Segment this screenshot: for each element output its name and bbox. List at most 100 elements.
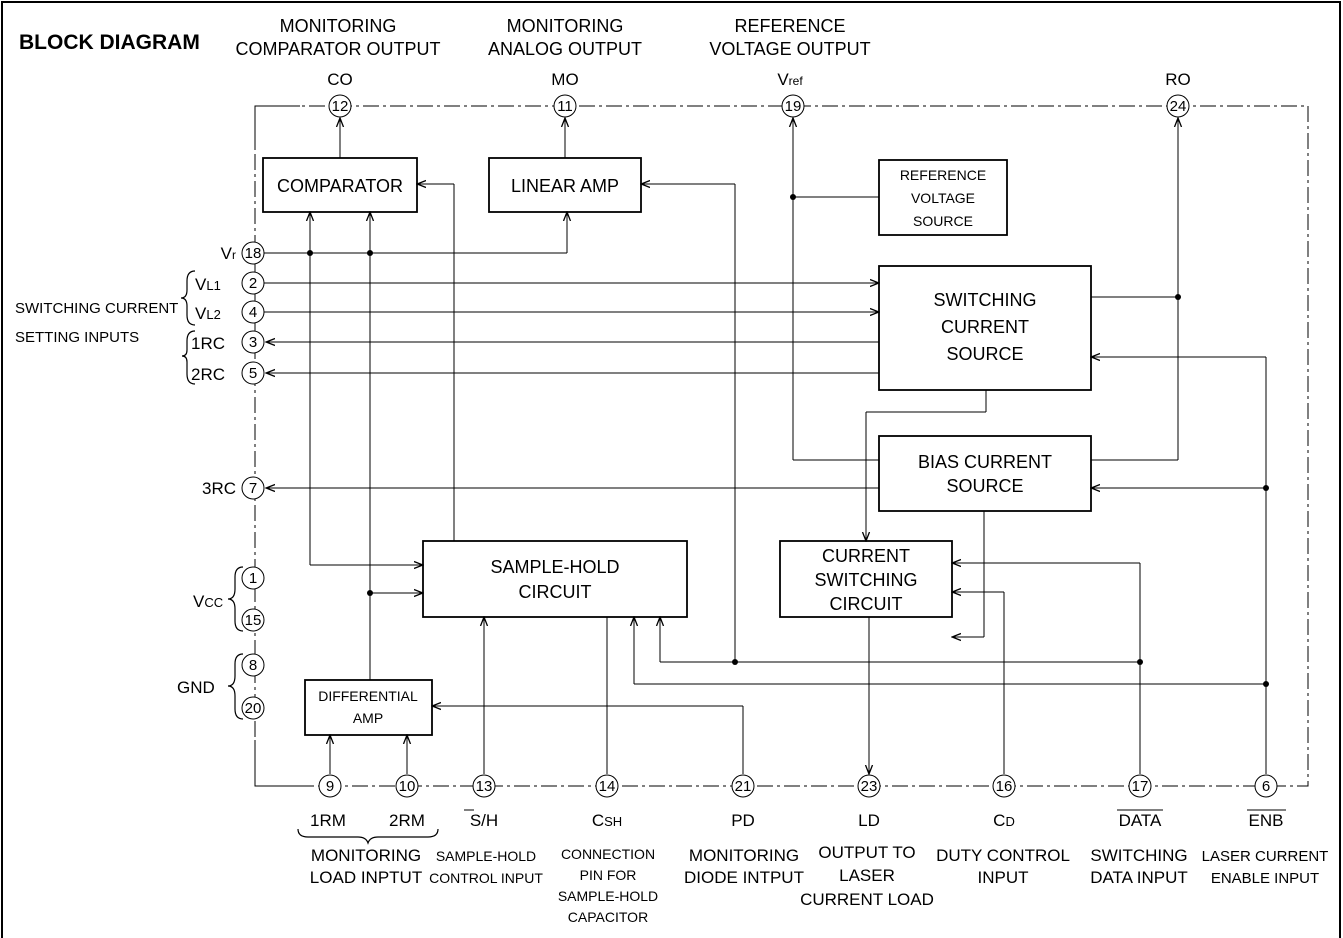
pin-12: 12 [328,94,352,118]
caption-output-to-laser-line1: OUTPUT TO [818,843,915,862]
current-switching-circuit-block: CURRENT SWITCHING CIRCUIT [779,540,953,618]
pin-label-vr-main: V [221,244,233,263]
caption-sample-hold-control-line1: SAMPLE-HOLD [436,848,536,864]
caption-output-to-laser-line2: LASER [839,866,895,885]
pin-23-number: 23 [861,778,878,795]
caption-monitoring-load: MONITORING LOAD INPTUT [310,846,422,887]
pin-9-number: 9 [326,778,334,795]
pin-label-vl1-main: V [195,275,207,294]
caption-switching-data: SWITCHING DATA INPUT [1090,846,1188,887]
pin-24: 24 [1166,94,1190,118]
pin-11: 11 [553,94,577,118]
differential-amp-block: DIFFERENTIAL AMP [304,679,433,736]
pin-label-vl2: VL2 [195,304,221,323]
chip-boundary [254,105,1309,787]
pin-10: 10 [395,774,419,798]
reference-voltage-source-line1: REFERENCE [900,167,986,183]
gnd-label: GND [177,678,215,697]
sample-hold-circuit-block: SAMPLE-HOLD CIRCUIT [422,540,688,618]
pin-11-number: 11 [557,98,573,115]
differential-amp-line2: AMP [353,710,383,726]
caption-monitoring-load-line2: LOAD INPTUT [310,868,422,887]
pin-label-2rc: 2RC [191,365,225,384]
pin-label-vl2-sub: L2 [206,307,220,322]
pin-label-2rm: 2RM [389,811,425,830]
pin-1-number: 1 [249,570,257,587]
pin-14-number: 14 [599,778,616,795]
caption-monitoring-load-line1: MONITORING [311,846,421,865]
pin-17-number: 17 [1132,778,1149,795]
switching-current-source-block: SWITCHING CURRENT SOURCE [878,265,1092,391]
pin-label-cd-main: C [993,811,1005,830]
caption-monitoring-diode-line2: DIODE INTPUT [684,868,804,887]
pin-label-data: DATA [1119,811,1162,830]
pin-19-number: 19 [785,98,802,115]
pin-14: 14 [595,774,619,798]
switching-current-label-line1: SWITCHING CURRENT [15,300,178,317]
caption-connection-pin-line4: CAPACITOR [568,909,648,925]
pin-label-csh-sub: SH [604,814,622,829]
switching-current-source-line1: SWITCHING [934,290,1037,310]
pin-4: 4 [241,300,265,324]
pin-8: 8 [241,653,265,677]
pin-5-number: 5 [249,365,257,382]
header-co: MONITORING COMPARATOR OUTPUT [235,16,440,59]
pin-1: 1 [241,566,265,590]
caption-output-to-laser-line3: CURRENT LOAD [800,890,934,909]
header-vref-line1: REFERENCE [734,16,845,36]
left-braces [180,270,439,845]
pin-label-vr: Vr [221,244,236,263]
bias-current-source-line2: SOURCE [946,476,1023,496]
pin-3-number: 3 [249,334,257,351]
pin-21-number: 21 [735,778,752,795]
diagram-title: BLOCK DIAGRAM [19,31,200,54]
pin-label-csh: CSH [592,811,622,830]
pin-2-number: 2 [249,275,257,292]
pin-20-number: 20 [245,700,262,717]
pin-9: 9 [318,774,342,798]
pin-label-vref: Vref [777,70,803,89]
reference-voltage-source-line2: VOLTAGE [911,190,975,206]
caption-connection-pin-line1: CONNECTION [561,846,655,862]
pin-label-sh: S/H [470,811,498,830]
pin-3: 3 [241,330,265,354]
pin-24-number: 24 [1170,98,1187,115]
reference-voltage-source-block: REFERENCE VOLTAGE SOURCE [878,159,1008,236]
comparator-block: COMPARATOR [262,157,418,213]
switching-current-source-line3: SOURCE [946,344,1023,364]
pin-label-cd: CD [993,811,1015,830]
pin-4-number: 4 [249,304,257,321]
pin-label-vl1: VL1 [195,275,221,294]
pin-5: 5 [241,361,265,385]
caption-sample-hold-control-line2: CONTROL INPUT [429,870,543,886]
pin-label-cd-sub: D [1005,814,1014,829]
pin-13-number: 13 [476,778,493,795]
pin-13: 13 [472,774,496,798]
pin-12-number: 12 [332,98,349,115]
sample-hold-circuit-line1: SAMPLE-HOLD [490,557,619,577]
header-vref-line2: VOLTAGE OUTPUT [709,39,870,59]
caption-duty-control: DUTY CONTROL INPUT [936,846,1070,887]
switching-current-label-line2: SETTING INPUTS [15,329,139,346]
pin-23: 23 [857,774,881,798]
current-switching-circuit-line3: CIRCUIT [830,594,903,614]
pin-21: 21 [731,774,755,798]
vcc-label-main: V [193,592,205,611]
caption-laser-enable-line1: LASER CURRENT [1202,848,1329,865]
pin-label-csh-main: C [592,811,604,830]
pin-label-enb: ENB [1249,811,1284,830]
caption-duty-control-line1: DUTY CONTROL [936,846,1070,865]
pin-16-number: 16 [996,778,1013,795]
wiring [264,118,1267,774]
header-mo-line1: MONITORING [507,16,624,36]
boundary-corner-stubs [254,105,300,787]
pin-label-1rm: 1RM [310,811,346,830]
header-co-line1: MONITORING [280,16,397,36]
linear-amp-label: LINEAR AMP [511,176,619,196]
pin-label-vref-sub: ref [789,74,804,88]
header-mo: MONITORING ANALOG OUTPUT [488,16,642,59]
switching-current-source-line2: CURRENT [941,317,1029,337]
caption-monitoring-diode: MONITORING DIODE INTPUT [684,846,804,887]
